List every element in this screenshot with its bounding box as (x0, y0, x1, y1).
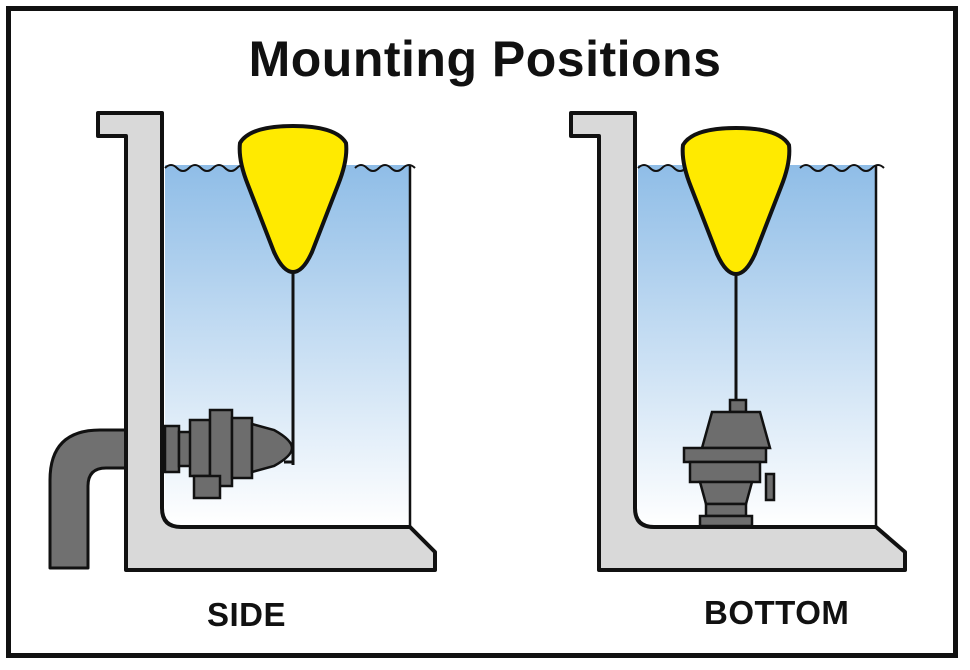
side-float (237, 124, 349, 274)
side-outlet-pipe (48, 428, 128, 570)
bottom-valve (682, 398, 776, 528)
side-panel (48, 111, 437, 572)
side-label: SIDE (207, 596, 287, 633)
diagram-title: Mounting Positions (248, 31, 722, 87)
side-tank-structure (96, 111, 437, 572)
bottom-float (680, 126, 792, 276)
bottom-panel (569, 111, 907, 572)
bottom-label: BOTTOM (704, 594, 850, 631)
side-valve (163, 408, 294, 500)
bottom-tank-structure (569, 111, 907, 572)
